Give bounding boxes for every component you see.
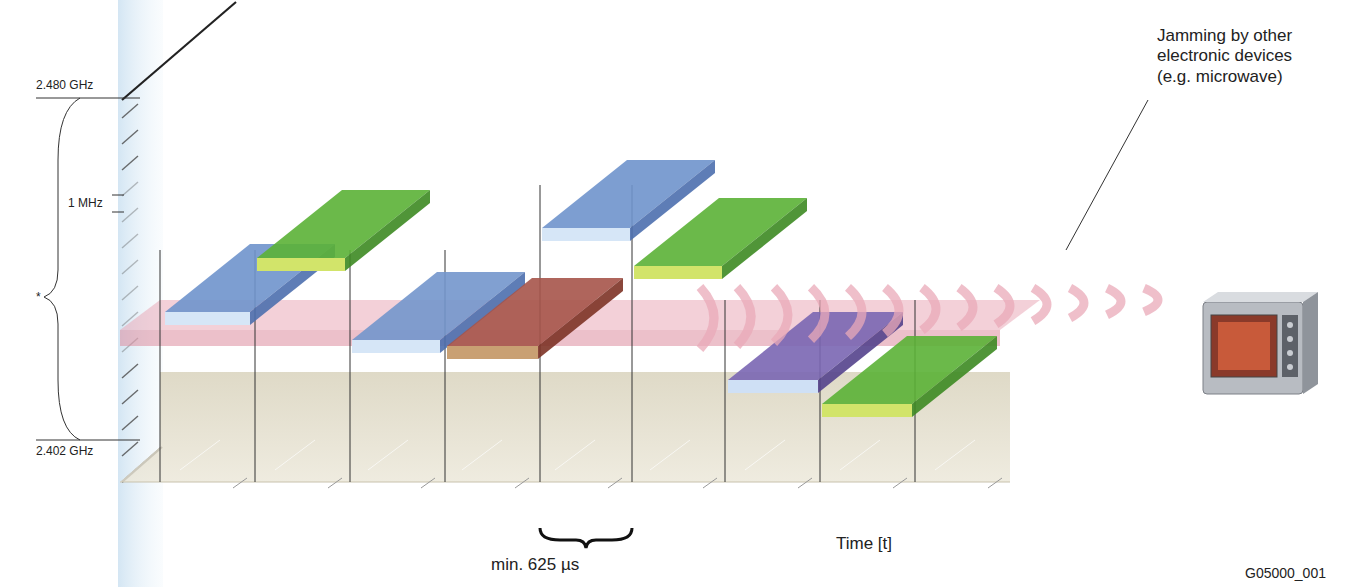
slot-lines <box>160 185 915 482</box>
hop-slab <box>447 278 623 359</box>
axis-label: Time [t] <box>836 534 892 554</box>
frequency-plane <box>118 0 163 587</box>
range-marker: * <box>36 290 41 304</box>
hop-slab <box>634 198 807 279</box>
slot-brace <box>540 528 632 548</box>
figure-id: G05000_001 <box>1245 565 1326 582</box>
hop-slab <box>257 190 430 271</box>
leader-line <box>1066 100 1148 250</box>
jamming-note: Jamming by other electronic devices (e.g… <box>1157 26 1327 87</box>
plane-ticks <box>122 104 138 456</box>
slot-duration-label: min. 625 µs <box>491 555 579 575</box>
frequency-label: 2.480 GHz <box>36 78 93 92</box>
hop-slots <box>165 160 997 417</box>
jamming-waves <box>700 287 1158 349</box>
channel-width-label: 1 MHz <box>68 196 103 210</box>
microwave-oven <box>1203 292 1318 394</box>
hop-slab <box>822 336 997 417</box>
time-axis <box>120 482 1010 483</box>
frequency-label: 2.402 GHz <box>36 444 93 458</box>
axis-line <box>122 2 236 100</box>
frequency-brace <box>36 98 140 440</box>
time-ticks <box>180 440 1002 488</box>
